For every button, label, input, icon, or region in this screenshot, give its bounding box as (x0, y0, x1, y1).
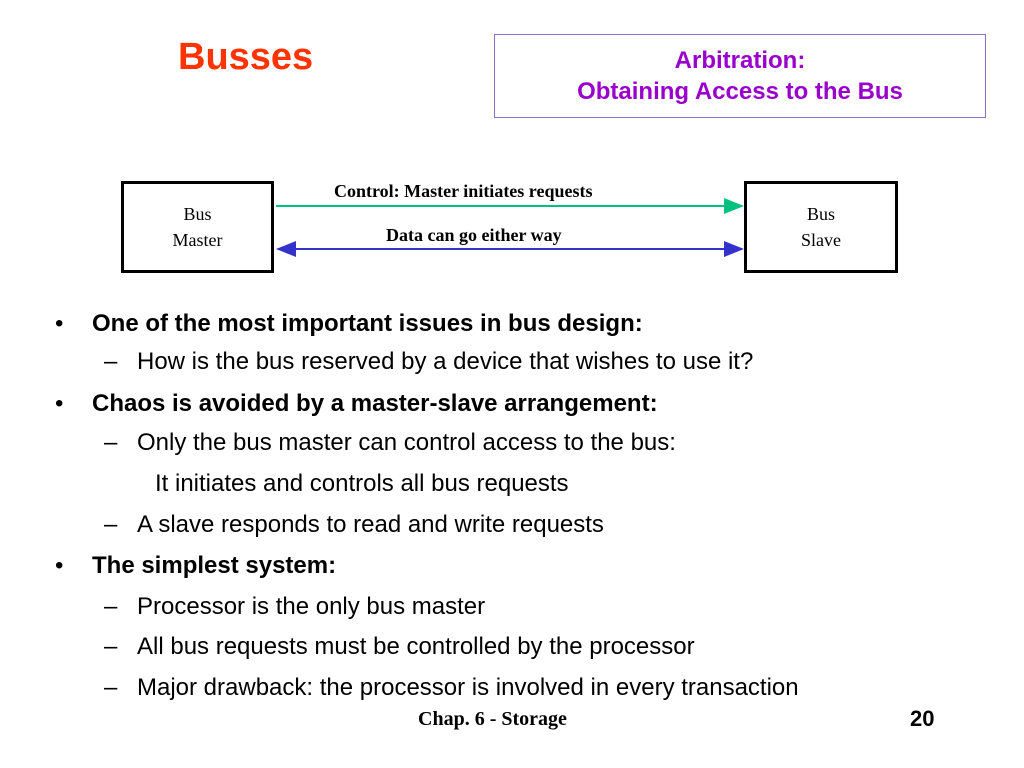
bullet-item: All bus requests must be controlled by t… (137, 633, 695, 660)
subtitle-line-1: Arbitration: (674, 47, 806, 74)
bullet-marker: – (104, 348, 118, 375)
bullet-item: It initiates and controls all bus reques… (155, 470, 569, 497)
bullet-marker: – (104, 429, 118, 456)
bullet-marker: • (55, 310, 64, 337)
bullet-marker: • (55, 390, 64, 417)
bullet-item: The simplest system: (92, 552, 337, 579)
bullet-marker: – (104, 593, 118, 620)
bullet-item: A slave responds to read and write reque… (137, 511, 604, 538)
bullet-item: One of the most important issues in bus … (92, 310, 643, 337)
bullet-item: Processor is the only bus master (137, 593, 486, 620)
bullet-item: Chaos is avoided by a master-slave arran… (92, 390, 658, 417)
control-label: Control: Master initiates requests (334, 181, 593, 201)
footer-chapter: Chap. 6 - Storage (418, 708, 567, 730)
bus-slave-line-1: Bus (806, 204, 835, 224)
bullet-marker: – (104, 511, 118, 538)
bullet-item: Only the bus master can control access t… (137, 429, 676, 456)
bullet-marker: – (104, 674, 118, 701)
bus-slave-box: Bus Slave (744, 181, 898, 273)
bus-slave-line-2: Slave (801, 230, 841, 250)
bullet-marker: • (55, 552, 64, 579)
bus-master-line-1: Bus (183, 204, 212, 224)
slide-title: Busses (178, 36, 314, 78)
bullet-item: Major drawback: the processor is involve… (137, 674, 799, 701)
bus-master-box: Bus Master (121, 181, 274, 273)
subtitle-box: Arbitration: Obtaining Access to the Bus (494, 34, 986, 118)
data-label: Data can go either way (386, 225, 562, 245)
page-number: 20 (910, 706, 935, 731)
bullet-marker: – (104, 633, 118, 660)
subtitle-line-2: Obtaining Access to the Bus (577, 78, 903, 105)
bus-master-line-2: Master (172, 230, 223, 250)
bullet-item: How is the bus reserved by a device that… (137, 348, 754, 375)
